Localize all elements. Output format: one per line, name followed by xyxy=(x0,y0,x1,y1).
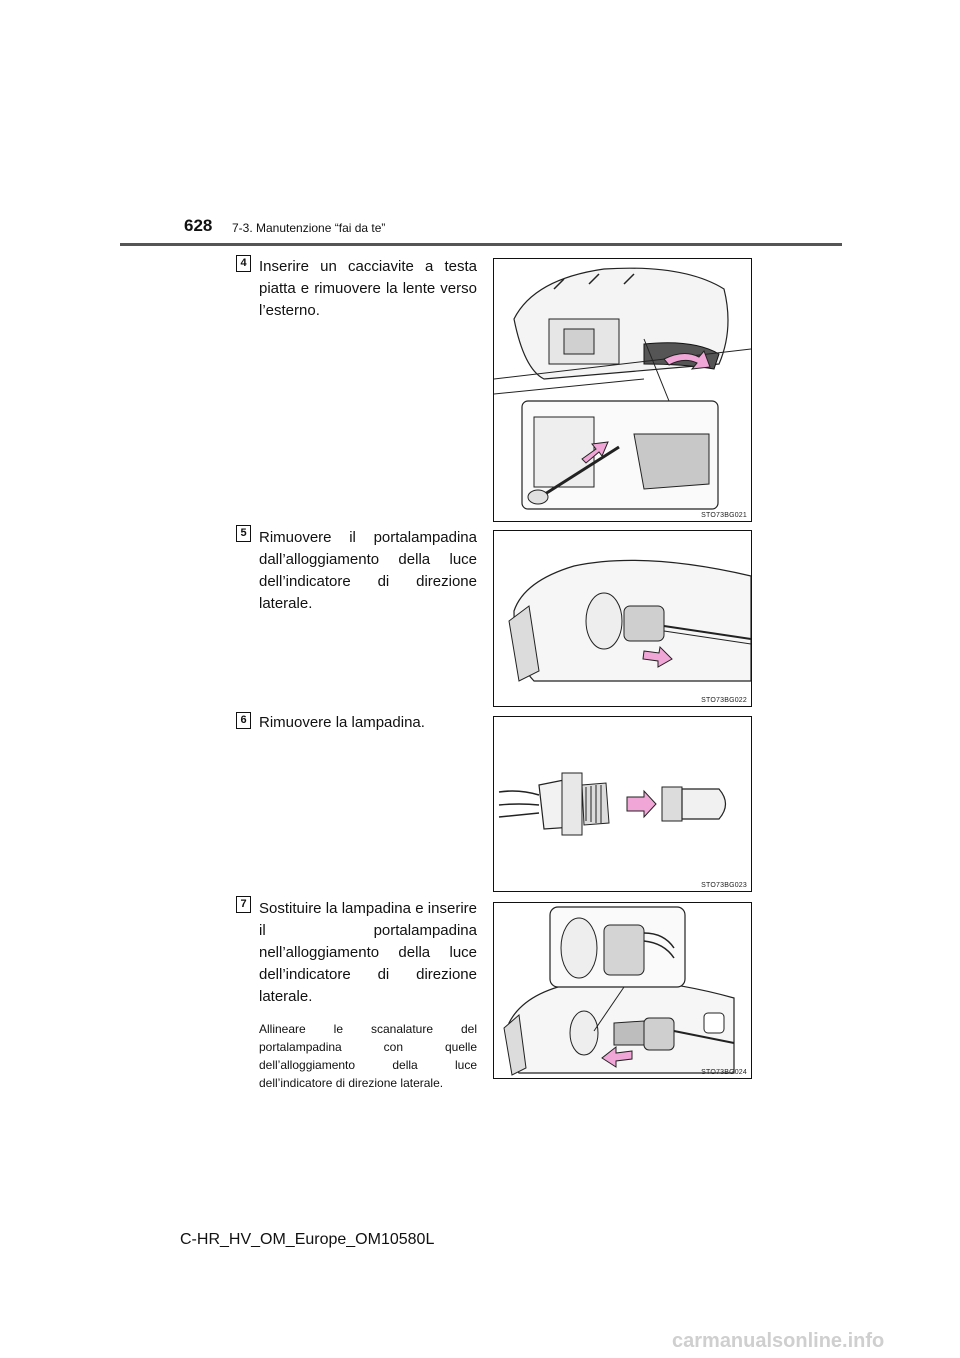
step-5-text: Rimuovere il portalampadina dall’alloggi… xyxy=(259,529,477,612)
header-rule xyxy=(120,243,842,246)
section-title: 7-3. Manutenzione “fai da te” xyxy=(232,221,386,235)
footer-manual-id: C-HR_HV_OM_Europe_OM10580L xyxy=(180,1231,435,1248)
figure-remove-lens: STO73BG021 xyxy=(493,258,752,522)
page-number: 628 xyxy=(184,216,213,235)
figure-code: STO73BG021 xyxy=(701,512,747,519)
figure-code: STO73BG022 xyxy=(701,697,747,704)
step-6-text: Rimuovere la lampadina. xyxy=(259,714,425,731)
step-7-note: Allineare le scanalature del portalampad… xyxy=(259,1022,477,1090)
step-number-7: 7 xyxy=(236,896,251,913)
figure-remove-socket: STO73BG022 xyxy=(493,530,752,707)
figure-remove-bulb: STO73BG023 xyxy=(493,716,752,892)
figure-insert-socket: STO73BG024 xyxy=(493,902,752,1079)
figure-code: STO73BG023 xyxy=(701,882,747,889)
watermark: carmanualsonline.info xyxy=(672,1330,885,1352)
step-4-text: Inserire un cacciavite a testa piatta e … xyxy=(259,258,477,319)
figure-code: STO73BG024 xyxy=(701,1069,747,1076)
step-7-text: Sostituire la lampadina e inserire il po… xyxy=(259,900,477,1005)
step-number-5: 5 xyxy=(236,525,251,542)
step-number-6: 6 xyxy=(236,712,251,729)
step-number-4: 4 xyxy=(236,255,251,272)
